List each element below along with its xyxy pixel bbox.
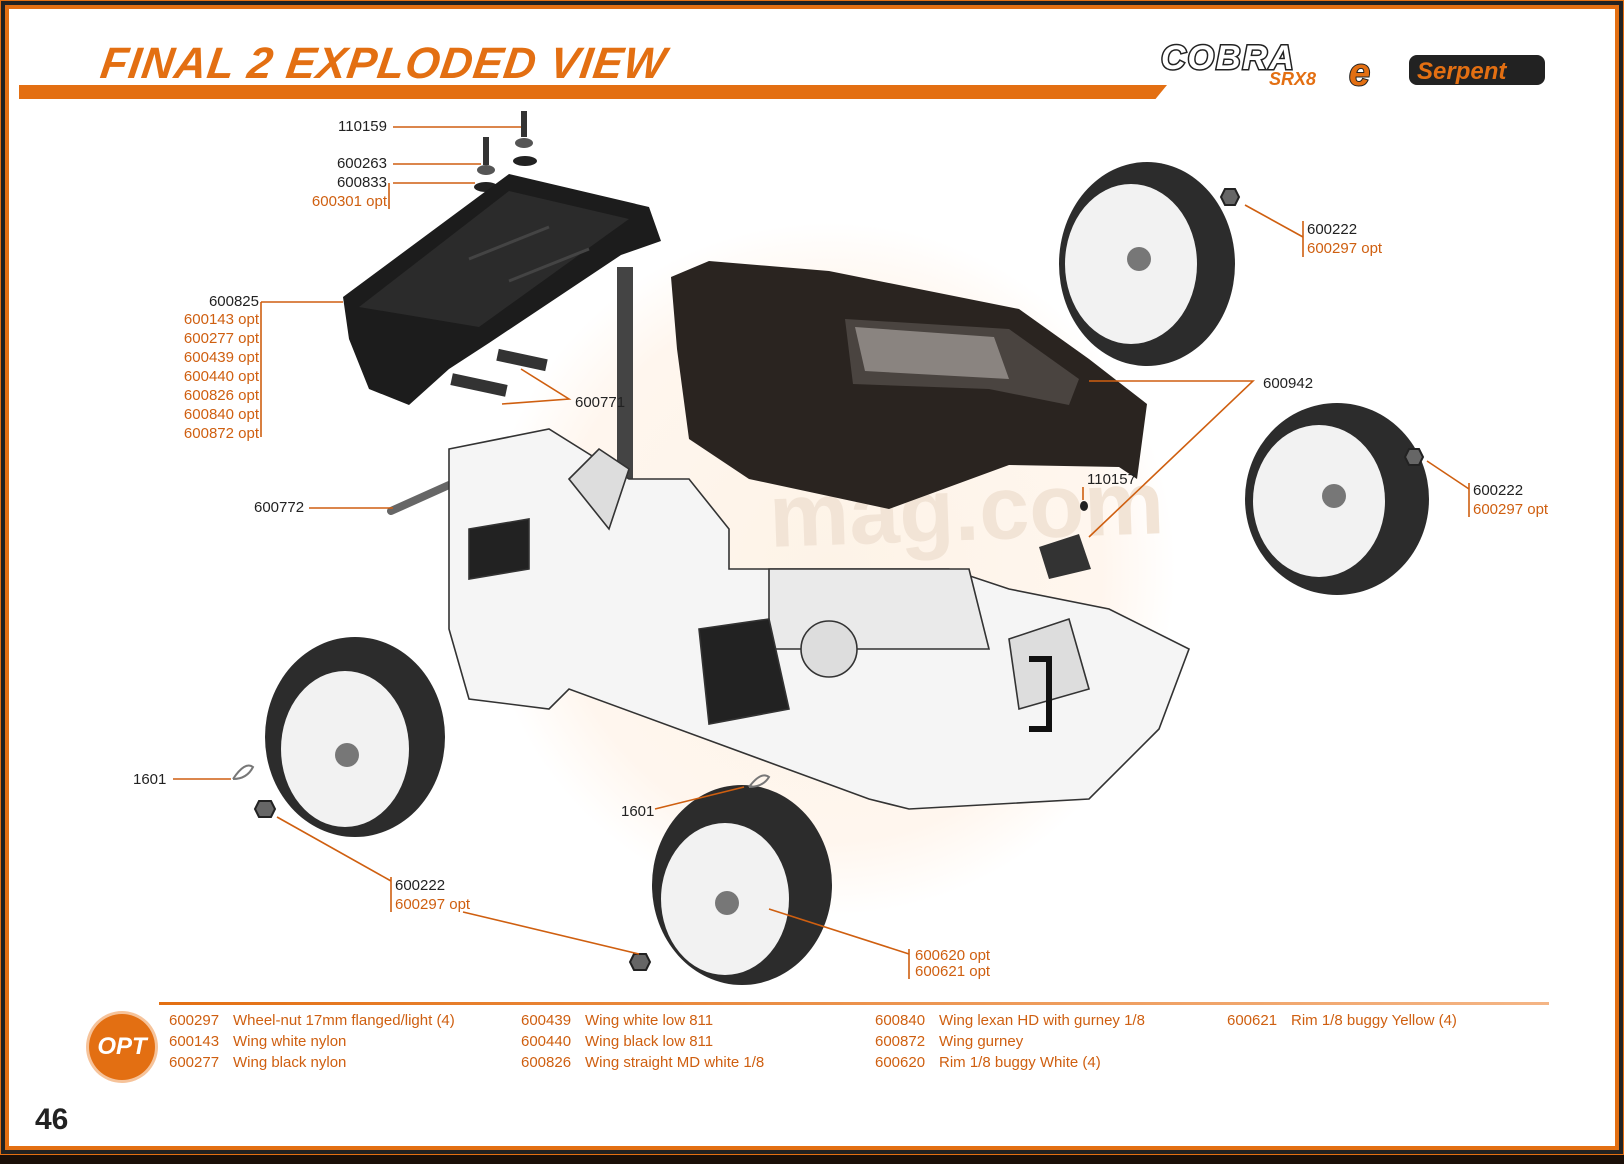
legend-code: 600439	[521, 1012, 572, 1029]
legend-code: 600277	[169, 1054, 220, 1071]
legend-divider	[159, 1002, 1549, 1005]
legend-item-600826: 600826 Wing straight MD white 1/8	[521, 1052, 764, 1073]
legend-item-600440: 600440 Wing black low 811	[521, 1031, 713, 1052]
callout-1601-mid: 1601	[621, 803, 655, 820]
legend-desc: Wheel-nut 17mm flanged/light (4)	[233, 1012, 455, 1029]
legend-item-600840: 600840 Wing lexan HD with gurney 1/8	[875, 1010, 1145, 1031]
legend-code: 600621	[1227, 1012, 1278, 1029]
legend-desc: Wing gurney	[939, 1033, 1024, 1050]
cobra-logo: COBRA SRX8 e	[1160, 39, 1372, 89]
callout-600942: 600942	[1263, 375, 1314, 392]
legend-item-600621: 600621 Rim 1/8 buggy Yellow (4)	[1227, 1010, 1457, 1031]
title-underline-bar	[19, 85, 1167, 99]
legend-item-600872: 600872 Wing gurney	[875, 1031, 1023, 1052]
chassis	[448, 428, 1191, 810]
callout-bottom-left-600297-opt: 600297 opt	[395, 896, 471, 913]
legend-code: 600297	[169, 1012, 220, 1029]
legend-desc: Wing black nylon	[233, 1054, 347, 1071]
callout-110159: 110159	[338, 118, 387, 135]
serpent-logo: Serpent	[1409, 55, 1545, 85]
legend-item-600297: 600297 Wheel-nut 17mm flanged/light (4)	[169, 1010, 455, 1031]
leader-lines	[173, 126, 1470, 979]
legend-code: 600872	[875, 1033, 926, 1050]
cobra-model-text: SRX8	[1269, 69, 1316, 89]
callout-600840-opt: 600840 opt	[183, 406, 259, 423]
wheel-rear-right	[1059, 162, 1235, 366]
legend-desc: Wing white nylon	[233, 1033, 347, 1050]
legend-item-600439: 600439 Wing white low 811	[521, 1010, 713, 1031]
legend-code: 600840	[875, 1012, 926, 1029]
legend-desc: Wing straight MD white 1/8	[585, 1054, 765, 1071]
body-clips	[232, 764, 771, 788]
callout-rear-right-600297-opt: 600297 opt	[1307, 240, 1383, 257]
rear-wing	[343, 174, 661, 405]
callout-600440-opt: 600440 opt	[183, 368, 259, 385]
callout-600771: 600771	[575, 394, 626, 411]
callout-front-right-600222: 600222	[1473, 482, 1524, 499]
callout-600143-opt: 600143 opt	[183, 311, 259, 328]
cobra-suffix-text: e	[1349, 52, 1370, 89]
callout-600301-opt: 600301 opt	[311, 193, 387, 210]
wing-hardware	[474, 111, 537, 192]
wheel-front-left	[652, 785, 832, 985]
wheels	[265, 162, 1429, 985]
wheel-rear-left	[265, 637, 445, 837]
callout-600833: 600833	[336, 174, 387, 191]
callout-1601-left: 1601	[133, 771, 167, 788]
legend-item-600143: 600143 Wing white nylon	[169, 1031, 346, 1052]
callout-600825: 600825	[208, 293, 259, 310]
legend-code: 600620	[875, 1054, 926, 1071]
callout-600826-opt: 600826 opt	[183, 387, 259, 404]
legend-desc: Wing black low 811	[585, 1033, 714, 1050]
page-number: 46	[35, 1103, 69, 1136]
legend-desc: Wing lexan HD with gurney 1/8	[939, 1012, 1145, 1029]
legend-code: 600143	[169, 1033, 220, 1050]
callout-110157: 110157	[1087, 471, 1136, 488]
callout-600620-opt: 600620 opt	[915, 947, 991, 964]
callout-600872-opt: 600872 opt	[183, 425, 259, 442]
serpent-logo-text: Serpent	[1417, 58, 1507, 85]
callout-bottom-left-600222: 600222	[395, 877, 446, 894]
legend-code: 600440	[521, 1033, 572, 1050]
exploded-view-illustration	[173, 111, 1470, 985]
legend-item-600620: 600620 Rim 1/8 buggy White (4)	[875, 1052, 1101, 1073]
opt-badge: OPT	[89, 1014, 155, 1080]
callout-600621-opt: 600621 opt	[915, 963, 991, 980]
callout-600263: 600263	[336, 155, 387, 172]
wing-mount-pads	[450, 348, 548, 397]
legend-code: 600826	[521, 1054, 572, 1071]
legend-item-600277: 600277 Wing black nylon	[169, 1052, 346, 1073]
callout-600439-opt: 600439 opt	[183, 349, 259, 366]
callout-front-right-600297-opt: 600297 opt	[1473, 501, 1549, 518]
legend-desc: Wing white low 811	[585, 1012, 714, 1029]
callout-600277-opt: 600277 opt	[183, 330, 259, 347]
callout-600772: 600772	[254, 499, 305, 516]
body-shell	[671, 261, 1147, 509]
callout-rear-right-600222: 600222	[1307, 221, 1358, 238]
wheel-front-right	[1245, 403, 1429, 595]
wheel-nuts	[253, 188, 1425, 971]
cobra-logo-text: COBRA	[1161, 39, 1296, 77]
legend-desc: Rim 1/8 buggy White (4)	[939, 1054, 1101, 1071]
legend-desc: Rim 1/8 buggy Yellow (4)	[1291, 1012, 1457, 1029]
